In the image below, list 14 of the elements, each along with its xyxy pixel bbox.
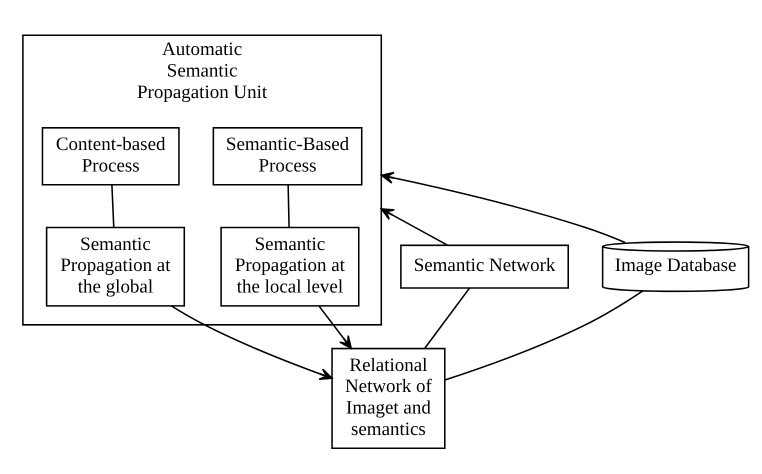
node-box: Semantic Propagation at the global [46, 226, 186, 307]
arrow [171, 305, 333, 380]
connector [287, 185, 290, 228]
node-box: Semantic-Based Process [212, 127, 362, 186]
connector [424, 288, 470, 349]
node-box: Semantic Propagation at the local level [220, 226, 360, 307]
arrow [380, 208, 448, 246]
arrow [380, 172, 626, 244]
connector [111, 185, 115, 228]
node-box: Content-based Process [42, 127, 180, 186]
arrow [318, 306, 352, 350]
node-box: Relational Network of Imaget and semantics [331, 348, 446, 450]
connector [444, 290, 643, 381]
node-box: Semantic Network [400, 244, 569, 289]
